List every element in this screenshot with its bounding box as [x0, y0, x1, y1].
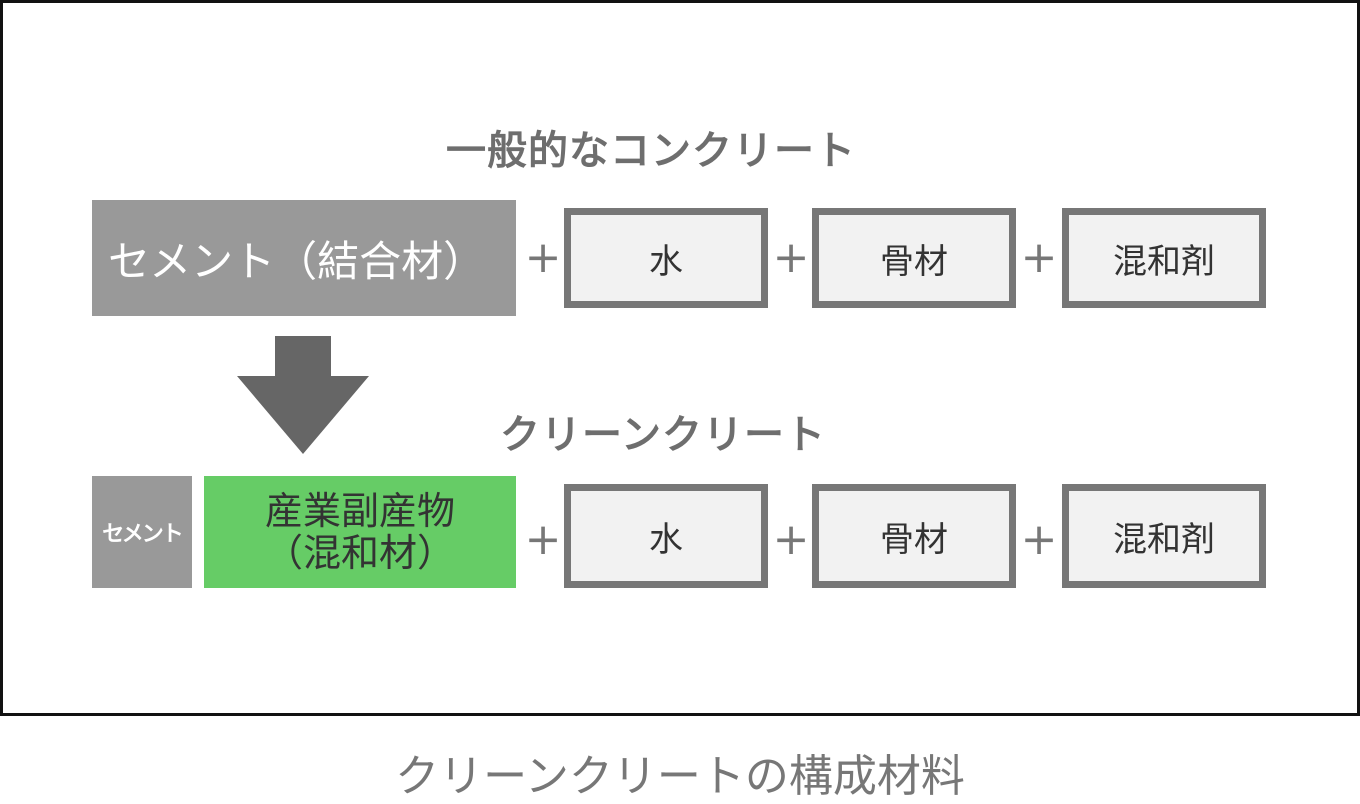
diagram-frame	[0, 0, 1360, 716]
heading-clean-concrete: クリーンクリート	[500, 412, 826, 458]
heading-general-concrete: 一般的なコンクリート	[446, 128, 856, 174]
cement-binder-box: セメント（結合材）	[92, 200, 516, 316]
plus-sign: +	[772, 232, 810, 283]
admixture-box: 混和剤	[1062, 484, 1266, 588]
figure-caption: クリーンクリートの構成材料	[395, 751, 965, 802]
plus-sign: +	[524, 232, 562, 283]
water-box: 水	[564, 208, 768, 308]
aggregate-box: 骨材	[812, 484, 1016, 588]
plus-sign: +	[772, 514, 810, 565]
down-arrow-icon	[237, 336, 369, 454]
industrial-byproduct-box: 産業副産物 （混和材）	[204, 476, 516, 588]
admixture-material-label: （混和材）	[264, 531, 455, 575]
water-box: 水	[564, 484, 768, 588]
byproduct-label: 産業副産物	[264, 489, 455, 533]
admixture-box: 混和剤	[1062, 208, 1266, 308]
aggregate-box: 骨材	[812, 208, 1016, 308]
plus-sign: +	[1020, 232, 1058, 283]
plus-sign: +	[524, 514, 562, 565]
plus-sign: +	[1020, 514, 1058, 565]
cement-small-box: セメント	[92, 476, 192, 588]
